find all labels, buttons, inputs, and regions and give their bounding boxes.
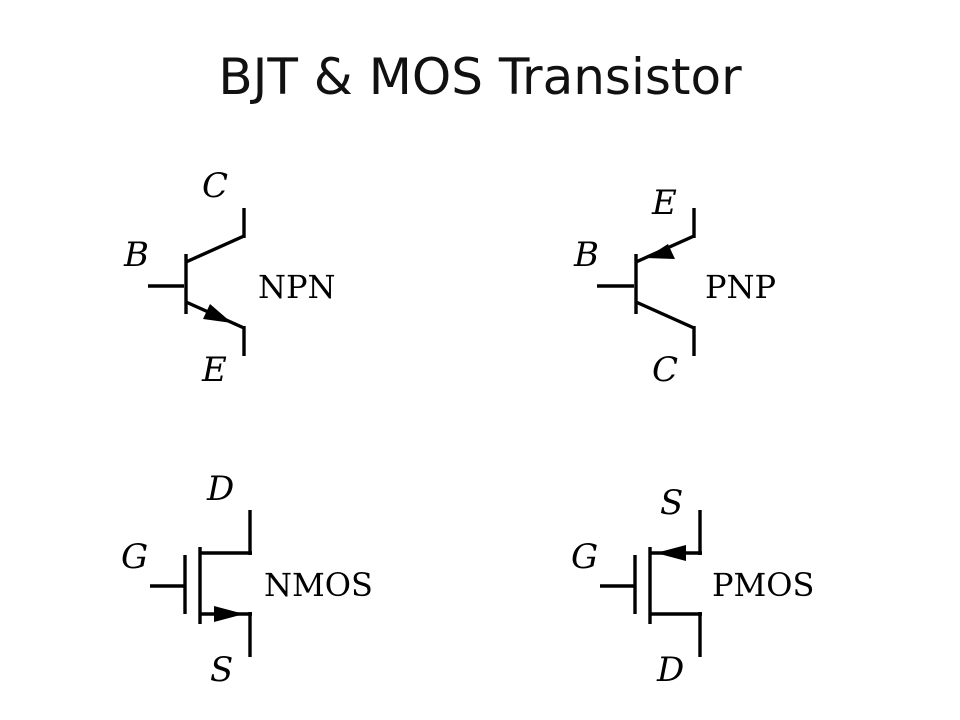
pmos-symbol: S G D PMOS [571,483,814,690]
npn-device-label: NPN [258,268,336,306]
pnp-collector-label: C [652,350,678,390]
npn-collector-label: C [202,166,228,206]
npn-base-label: B [123,235,149,275]
nmos-device-label: NMOS [264,566,373,604]
npn-symbol: C B E NPN [123,166,336,390]
pmos-source-arrow [656,545,686,561]
pmos-drain-label: D [656,650,684,690]
nmos-drain-label: D [206,469,234,509]
pnp-device-label: PNP [705,268,776,306]
pnp-collector-diagonal [635,300,695,330]
pmos-source-label: S [660,483,683,523]
nmos-symbol: D G S NMOS [121,469,373,690]
nmos-gate-label: G [121,537,148,577]
pnp-symbol: E B C PNP [573,183,776,390]
npn-emitter-label: E [201,350,227,390]
nmos-source-arrow [214,606,244,622]
npn-collector-diagonal [185,234,245,264]
pnp-emitter-label: E [651,183,677,223]
nmos-source-label: S [210,650,233,690]
npn-emitter-arrow [203,304,232,323]
pmos-device-label: PMOS [712,566,814,604]
pnp-emitter-arrow [646,244,675,259]
pmos-gate-label: G [571,537,598,577]
page-title: BJT & MOS Transistor [218,48,742,106]
pnp-base-label: B [573,235,599,275]
